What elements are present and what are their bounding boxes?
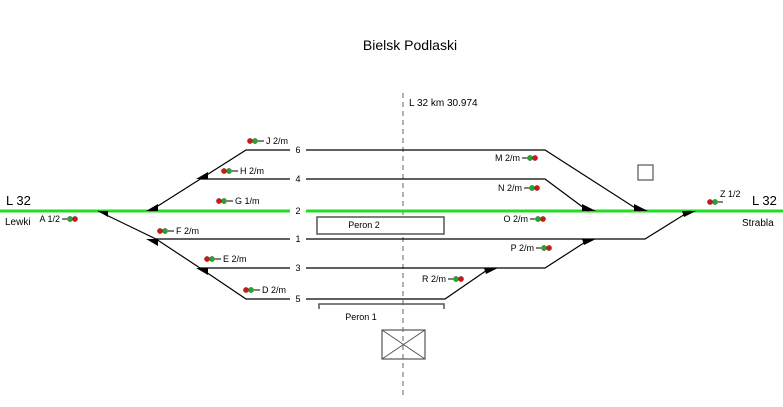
signal-label: N 2/m	[498, 183, 522, 193]
signal-e: E 2/m	[204, 254, 247, 264]
platform-2-label: Peron 2	[348, 220, 380, 230]
signal-label: R 2/m	[422, 274, 446, 284]
switch-marker	[196, 172, 208, 179]
signal-a: A 1/2	[39, 214, 78, 224]
signal-green-lamp-icon	[209, 256, 215, 262]
signal-p: P 2/m	[511, 243, 552, 253]
switch-marker	[582, 204, 596, 211]
signal-green-lamp-icon	[67, 216, 73, 222]
signal-label: P 2/m	[511, 243, 534, 253]
switch-marker	[484, 268, 498, 274]
track-5: 5	[199, 267, 491, 304]
signal-red-lamp-icon	[204, 256, 210, 262]
signal-h: H 2/m	[221, 166, 264, 176]
signal-green-lamp-icon	[221, 198, 227, 204]
axis-km-label: L 32 km 30.974	[409, 98, 478, 109]
track-number-1: 1	[295, 234, 300, 244]
line-label-left: L 32	[6, 193, 31, 208]
signal-red-lamp-icon	[546, 245, 552, 251]
station-building-icon	[381, 329, 426, 360]
signal-green-lamp-icon	[162, 228, 168, 234]
signal-m: M 2/m	[495, 153, 538, 163]
track-number-3: 3	[295, 263, 300, 273]
signal-j: J 2/m	[247, 136, 288, 146]
signal-label: E 2/m	[223, 254, 247, 264]
track-number-6: 6	[295, 145, 300, 155]
signal-label: F 2/m	[176, 226, 199, 236]
track-2: 2	[0, 206, 783, 216]
switch-marker	[682, 211, 696, 217]
signal-red-lamp-icon	[72, 216, 78, 222]
signal-z: Z 1/2	[707, 189, 741, 205]
signal-green-lamp-icon	[252, 138, 258, 144]
signal-red-lamp-icon	[540, 216, 546, 222]
signal-red-lamp-icon	[221, 168, 227, 174]
signal-red-lamp-icon	[707, 199, 713, 205]
signal-label: J 2/m	[266, 136, 288, 146]
platform-2: Peron 2	[316, 216, 445, 235]
switch-marker	[146, 204, 158, 211]
structure-square-icon	[637, 164, 654, 181]
signal-label: M 2/m	[495, 153, 520, 163]
signal-green-lamp-icon	[226, 168, 232, 174]
signal-red-lamp-icon	[157, 228, 163, 234]
signal-green-lamp-icon	[453, 276, 459, 282]
signal-red-lamp-icon	[534, 185, 540, 191]
direction-left: Lewki	[5, 217, 31, 228]
switch-marker	[196, 268, 208, 275]
signal-green-lamp-icon	[529, 185, 535, 191]
signal-label: A 1/2	[39, 214, 60, 224]
signal-f: F 2/m	[157, 226, 199, 236]
signal-green-lamp-icon	[535, 216, 541, 222]
station-title: Bielsk Podlaski	[363, 37, 457, 53]
signal-red-lamp-icon	[532, 155, 538, 161]
signal-green-lamp-icon	[248, 287, 254, 293]
signal-label: D 2/m	[262, 285, 286, 295]
switch-marker	[98, 211, 108, 217]
track-number-4: 4	[295, 174, 300, 184]
signal-label: H 2/m	[240, 166, 264, 176]
switch-marker	[582, 239, 596, 245]
signal-red-lamp-icon	[243, 287, 249, 293]
track-number-2: 2	[295, 206, 300, 216]
signal-red-lamp-icon	[247, 138, 253, 144]
signal-label: Z 1/2	[720, 189, 741, 199]
direction-right: Strabla	[742, 218, 774, 229]
signals: A 1/2 J 2/m H 2/m G 1/m F 2/m E 2/m D 2/m M 2/m…	[39, 136, 740, 295]
signal-label: O 2/m	[503, 214, 528, 224]
signal-red-lamp-icon	[458, 276, 464, 282]
signal-n: N 2/m	[498, 183, 540, 193]
signal-red-lamp-icon	[216, 198, 222, 204]
signal-g: G 1/m	[216, 196, 260, 206]
line-label-right: L 32	[752, 193, 777, 208]
switch-marker	[634, 204, 648, 211]
platform-1: Peron 1	[318, 303, 445, 322]
switches	[98, 172, 696, 275]
track-4: 4	[200, 174, 589, 212]
signal-green-lamp-icon	[712, 199, 718, 205]
switch-marker	[146, 239, 158, 246]
signal-green-lamp-icon	[541, 245, 547, 251]
signal-green-lamp-icon	[527, 155, 533, 161]
platform-1-label: Peron 1	[345, 312, 377, 322]
signal-label: G 1/m	[235, 196, 260, 206]
track-number-5: 5	[295, 294, 300, 304]
signal-r: R 2/m	[422, 274, 464, 284]
track-6: 6	[149, 145, 641, 212]
signal-o: O 2/m	[503, 214, 546, 224]
signal-d: D 2/m	[243, 285, 286, 295]
